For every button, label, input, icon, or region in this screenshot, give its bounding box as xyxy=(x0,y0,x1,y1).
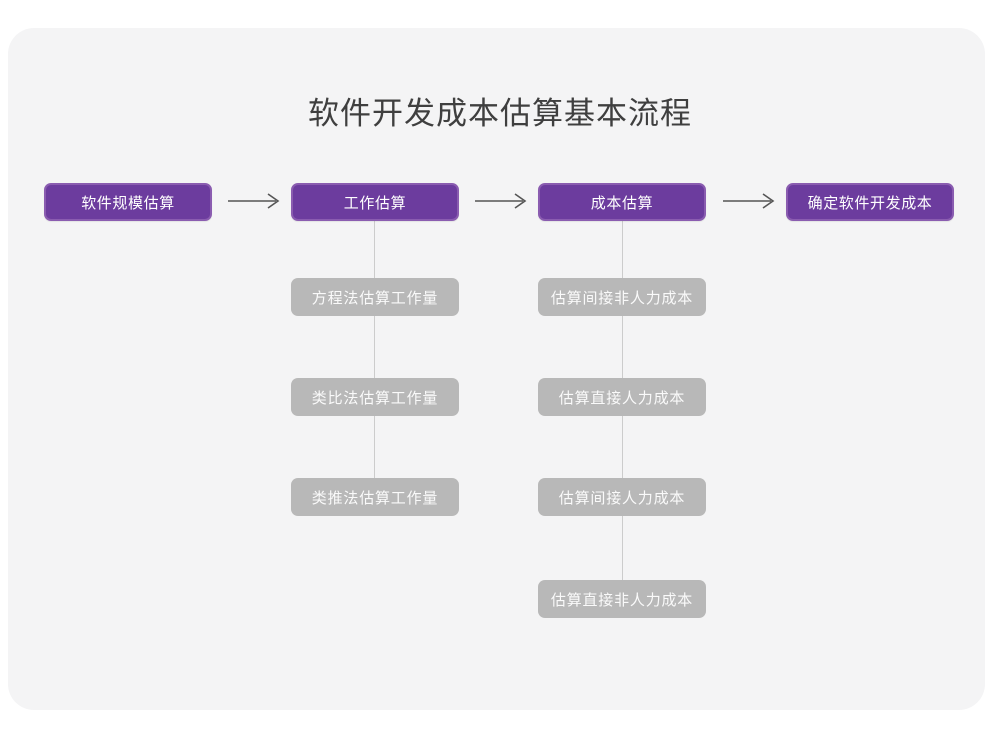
sub-step-label: 方程法估算工作量 xyxy=(311,289,439,307)
diagram-card-background xyxy=(8,28,985,710)
arrow-step2-to-step3 xyxy=(475,190,531,212)
sub-step-label: 估算直接非人力成本 xyxy=(550,591,694,609)
sub-step-label: 估算直接人力成本 xyxy=(558,389,686,407)
flow-step-cost-estimation[interactable]: 成本估算 xyxy=(538,183,706,221)
sub-step-label: 类比法估算工作量 xyxy=(311,389,439,407)
flow-step-label: 成本估算 xyxy=(590,194,654,212)
sub-step-analogy-method-workload[interactable]: 类比法估算工作量 xyxy=(291,378,459,416)
flow-step-label: 工作估算 xyxy=(343,194,407,212)
arrow-step3-to-step4 xyxy=(723,190,779,212)
sub-step-label: 类推法估算工作量 xyxy=(311,489,439,507)
sub-step-inference-method-workload[interactable]: 类推法估算工作量 xyxy=(291,478,459,516)
flow-step-determine-dev-cost[interactable]: 确定软件开发成本 xyxy=(786,183,954,221)
sub-step-indirect-labor-cost[interactable]: 估算间接人力成本 xyxy=(538,478,706,516)
sub-step-label: 估算间接人力成本 xyxy=(558,489,686,507)
flow-step-software-scale-estimation[interactable]: 软件规模估算 xyxy=(44,183,212,221)
sub-step-direct-labor-cost[interactable]: 估算直接人力成本 xyxy=(538,378,706,416)
flow-step-work-estimation[interactable]: 工作估算 xyxy=(291,183,459,221)
arrow-step1-to-step2 xyxy=(228,190,284,212)
flow-step-label: 确定软件开发成本 xyxy=(807,194,933,212)
page-title: 软件开发成本估算基本流程 xyxy=(308,96,692,131)
sub-step-direct-nonlabor-cost[interactable]: 估算直接非人力成本 xyxy=(538,580,706,618)
connector-line-work xyxy=(374,215,375,479)
flow-step-label: 软件规模估算 xyxy=(81,194,175,212)
sub-step-label: 估算间接非人力成本 xyxy=(550,289,694,307)
sub-step-equation-method-workload[interactable]: 方程法估算工作量 xyxy=(291,278,459,316)
sub-step-indirect-nonlabor-cost[interactable]: 估算间接非人力成本 xyxy=(538,278,706,316)
